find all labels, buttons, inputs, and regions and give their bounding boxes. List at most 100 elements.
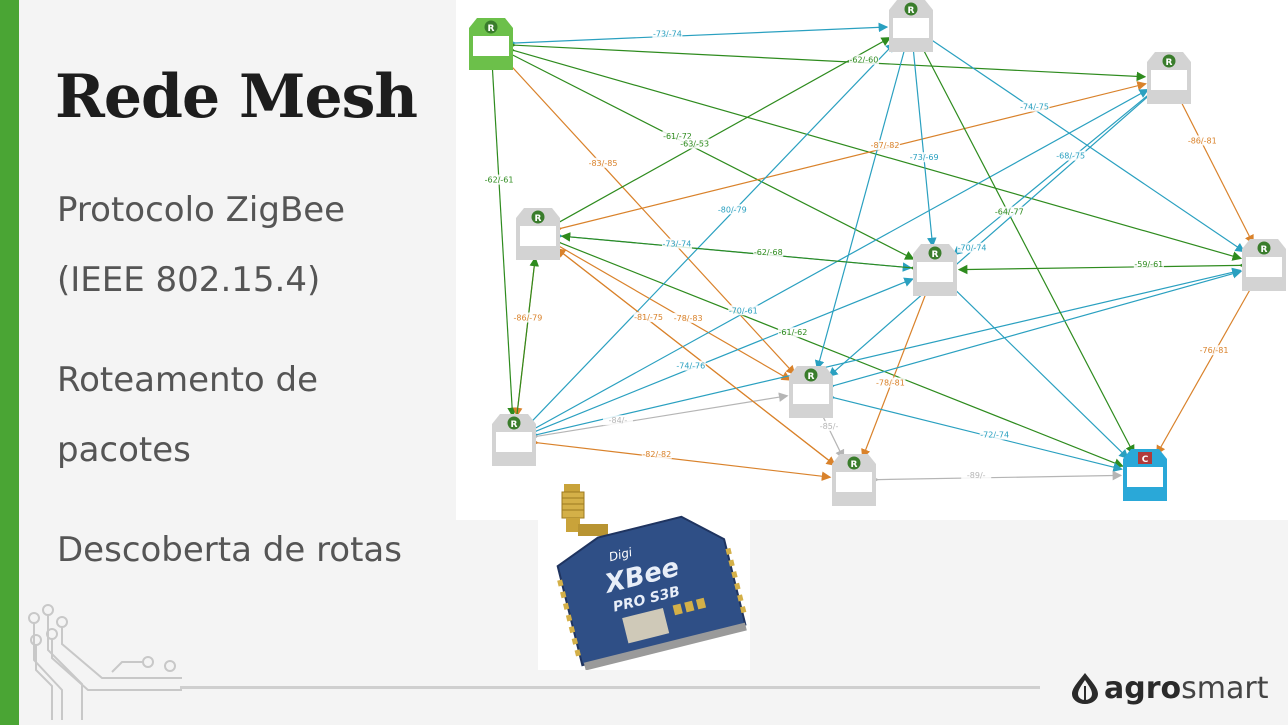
mesh-link-G-I bbox=[813, 403, 845, 460]
footer-divider bbox=[180, 686, 1040, 689]
link-label-I-J: -89/- bbox=[967, 471, 986, 480]
router-node-B[interactable]: R bbox=[889, 0, 933, 52]
link-label-D-I: -81/-75 bbox=[634, 313, 663, 322]
coordinator-badge-icon bbox=[1138, 452, 1152, 464]
router-badge-icon bbox=[928, 246, 942, 260]
link-label-bg bbox=[1133, 258, 1164, 269]
router-node-E[interactable]: R bbox=[913, 244, 957, 296]
link-label-bg bbox=[870, 140, 901, 151]
link-label-D-H: -86/-79 bbox=[514, 314, 543, 323]
link-label-bg bbox=[652, 28, 683, 39]
link-label-bg bbox=[957, 242, 988, 253]
link-label-bg bbox=[753, 246, 784, 257]
router-node-C[interactable]: R bbox=[1147, 52, 1191, 104]
link-label-E-I: -78/-81 bbox=[876, 379, 905, 388]
link-label-A-H: -62/-61 bbox=[485, 176, 514, 185]
node-badge-letter: R bbox=[511, 420, 518, 430]
router-badge-icon bbox=[804, 368, 818, 382]
link-label-C-E: -68/-75 bbox=[1056, 152, 1085, 161]
link-label-bg bbox=[728, 305, 759, 316]
node-panel bbox=[917, 262, 953, 282]
node-panel bbox=[1151, 70, 1187, 90]
bullet-protocol: Protocolo ZigBee bbox=[57, 190, 346, 230]
mesh-link-I-D bbox=[555, 248, 845, 475]
link-label-bg bbox=[1019, 101, 1050, 112]
link-label-bg bbox=[909, 152, 940, 163]
router-node-I[interactable]: R bbox=[832, 454, 876, 506]
mesh-link-B-E bbox=[907, 41, 937, 248]
link-label-F-E: -59/-61 bbox=[1134, 260, 1163, 269]
link-label-bg bbox=[875, 377, 906, 388]
link-label-bg bbox=[1199, 345, 1230, 356]
link-label-A-E: -61/-72 bbox=[663, 132, 692, 141]
router-node-G[interactable]: R bbox=[789, 366, 833, 418]
link-label-C-F: -86/-81 bbox=[1188, 136, 1217, 145]
mesh-link-H-I bbox=[528, 437, 832, 481]
node-panel bbox=[496, 432, 532, 452]
link-label-bg bbox=[512, 312, 543, 323]
mesh-link-C-E bbox=[952, 84, 1160, 256]
link-label-H-B: -80/-79 bbox=[718, 205, 747, 214]
xbee-module-image: Digi XBee PRO S3B bbox=[538, 480, 750, 671]
link-label-bg bbox=[814, 420, 845, 431]
mesh-link-F-J bbox=[1156, 276, 1261, 456]
link-label-D-E: -73/-74 bbox=[663, 240, 692, 249]
mesh-link-A-F bbox=[504, 43, 1243, 261]
router-node-H[interactable]: R bbox=[492, 414, 536, 466]
link-label-bg bbox=[633, 312, 664, 323]
link-label-B-F: -74/-75 bbox=[1020, 103, 1049, 112]
bullet-ieee: (IEEE 802.15.4) bbox=[57, 260, 321, 300]
node-panel bbox=[1127, 467, 1163, 487]
link-label-G-I: -85/- bbox=[820, 422, 839, 431]
slide-title: Rede Mesh bbox=[55, 62, 418, 132]
mesh-link-H-C bbox=[525, 89, 1150, 437]
brand-smart: smart bbox=[1181, 670, 1269, 706]
coordinator-node-J[interactable]: C bbox=[1123, 449, 1167, 501]
mesh-link-H-B bbox=[521, 42, 896, 433]
link-label-A-G: -83/-85 bbox=[589, 159, 618, 168]
mesh-link-I-J bbox=[869, 470, 1123, 485]
node-badge-letter: R bbox=[808, 372, 815, 382]
bullet-route-discovery: Descoberta de rotas bbox=[57, 530, 402, 570]
mesh-link-H-D bbox=[511, 256, 540, 426]
link-label-D-J: -61/-62 bbox=[779, 328, 808, 337]
mesh-link-F-E bbox=[957, 260, 1249, 275]
mesh-link-A-C bbox=[506, 39, 1147, 82]
link-label-D-G: -78/-83 bbox=[674, 314, 703, 323]
mesh-link-G-J bbox=[824, 391, 1123, 472]
node-badge-letter: R bbox=[535, 214, 542, 224]
node-badge-letter: C bbox=[1142, 455, 1149, 465]
brand-agro: agro bbox=[1104, 670, 1182, 706]
link-label-bg bbox=[641, 448, 672, 459]
mesh-link-A-B bbox=[506, 22, 889, 49]
link-label-bg bbox=[1187, 135, 1218, 146]
svg-text:Digi: Digi bbox=[607, 545, 634, 564]
link-label-H-G: -84/- bbox=[609, 416, 628, 425]
router-badge-icon bbox=[904, 2, 918, 16]
router-node-F[interactable]: R bbox=[1242, 239, 1286, 291]
link-label-bg bbox=[673, 312, 704, 323]
link-label-bg bbox=[484, 174, 515, 185]
link-label-bg bbox=[717, 204, 748, 215]
node-badge-letter: R bbox=[908, 6, 915, 16]
link-label-E-D: -62/-68 bbox=[754, 248, 783, 257]
router-badge-icon bbox=[847, 456, 861, 470]
mesh-link-G-F bbox=[824, 269, 1243, 393]
mesh-network-svg: -73/-74-62/-60-62/-61-61/-72-83/-85-63/-… bbox=[469, 0, 1286, 506]
link-label-H-E: -74/-76 bbox=[676, 362, 705, 371]
link-label-G-J: -72/-74 bbox=[980, 431, 1009, 440]
agrosmart-drop-icon bbox=[1072, 673, 1098, 704]
link-label-bg bbox=[662, 130, 693, 141]
link-label-D-C: -87/-82 bbox=[871, 141, 900, 150]
link-label-bg bbox=[602, 415, 633, 426]
link-label-bg bbox=[675, 360, 706, 371]
node-badge-letter: R bbox=[1166, 58, 1173, 68]
router-node-A[interactable]: R bbox=[469, 18, 513, 70]
router-badge-icon bbox=[507, 416, 521, 430]
node-panel bbox=[793, 384, 829, 404]
router-node-D[interactable]: R bbox=[516, 208, 560, 260]
link-label-bg bbox=[777, 327, 808, 338]
link-label-C-G: -70/-74 bbox=[958, 244, 987, 253]
agrosmart-wordmark: agrosmart bbox=[1104, 671, 1268, 706]
node-panel bbox=[520, 226, 556, 246]
